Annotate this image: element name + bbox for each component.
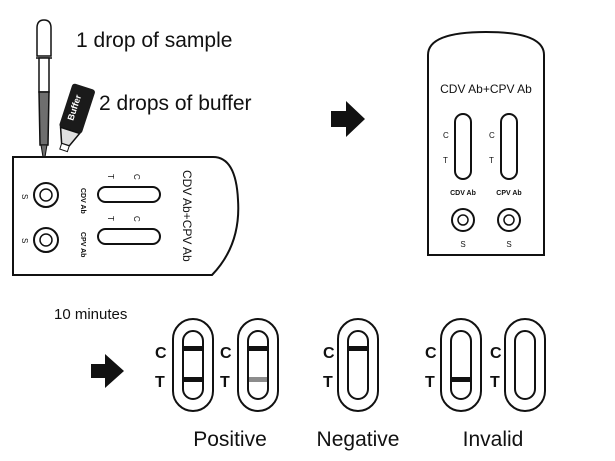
- positive-strip-2: C T: [220, 318, 279, 412]
- arrow-right-icon: [331, 101, 365, 137]
- buffer-bottle-icon: Buffer: [59, 83, 95, 153]
- result-c-label: C: [155, 345, 167, 362]
- c-mark: C: [489, 131, 495, 140]
- result-window-2: [500, 113, 518, 180]
- result-window-1: [97, 186, 161, 203]
- control-line: [184, 346, 202, 351]
- result-c-label: C: [220, 345, 232, 362]
- invalid-strip-2: C T: [490, 318, 546, 412]
- positive-strip-1: C T: [155, 318, 214, 412]
- test-line: [452, 377, 470, 382]
- result-c-label: C: [425, 345, 437, 362]
- strip2-label: CPV Ab: [79, 232, 86, 257]
- faint-test-line: [249, 377, 267, 382]
- cassette-front-view: CDV Ab+CPV Ab C T C T CDV Ab CPV Ab S S: [427, 30, 545, 256]
- cassette-title: CDV Ab+CPV Ab: [440, 82, 532, 96]
- well-s-label: S: [460, 240, 465, 249]
- buffer-instruction: 2 drops of buffer: [99, 92, 252, 115]
- control-line: [349, 346, 367, 351]
- negative-caption: Negative: [317, 428, 400, 451]
- t-mark: T: [106, 216, 115, 221]
- invalid-caption: Invalid: [463, 428, 524, 451]
- t-mark: T: [489, 156, 494, 165]
- result-t-label: T: [323, 374, 333, 391]
- invalid-strip-1: C T: [425, 318, 482, 412]
- arrow-right-icon: [91, 354, 124, 388]
- c-mark: C: [132, 216, 141, 222]
- positive-caption: Positive: [193, 428, 267, 451]
- result-window-2: [97, 228, 161, 245]
- result-c-label: C: [323, 345, 335, 362]
- wait-time-label: 10 minutes: [54, 306, 127, 323]
- pipette-icon: [36, 19, 52, 158]
- cassette-side-view: S S CDV Ab CPV Ab T C T C CDV Ab+CPV Ab: [12, 156, 240, 276]
- strip1-label: CDV Ab: [450, 190, 476, 197]
- t-mark: T: [106, 174, 115, 179]
- result-c-label: C: [490, 345, 502, 362]
- result-t-label: T: [220, 374, 230, 391]
- result-window-1: [454, 113, 472, 180]
- result-t-label: T: [425, 374, 435, 391]
- test-line: [184, 377, 202, 382]
- result-t-label: T: [155, 374, 165, 391]
- well-s-label: S: [20, 194, 29, 199]
- control-line: [249, 346, 267, 351]
- strip1-label: CDV Ab: [79, 188, 86, 214]
- t-mark: T: [443, 156, 448, 165]
- sample-instruction: 1 drop of sample: [76, 29, 232, 52]
- result-t-label: T: [490, 374, 500, 391]
- c-mark: C: [132, 174, 141, 180]
- negative-strip: C T: [323, 318, 379, 412]
- well-s-label: S: [20, 238, 29, 243]
- strip2-label: CPV Ab: [496, 190, 521, 197]
- cassette-title-rotated: CDV Ab+CPV Ab: [180, 170, 194, 262]
- c-mark: C: [443, 131, 449, 140]
- well-s-label: S: [506, 240, 511, 249]
